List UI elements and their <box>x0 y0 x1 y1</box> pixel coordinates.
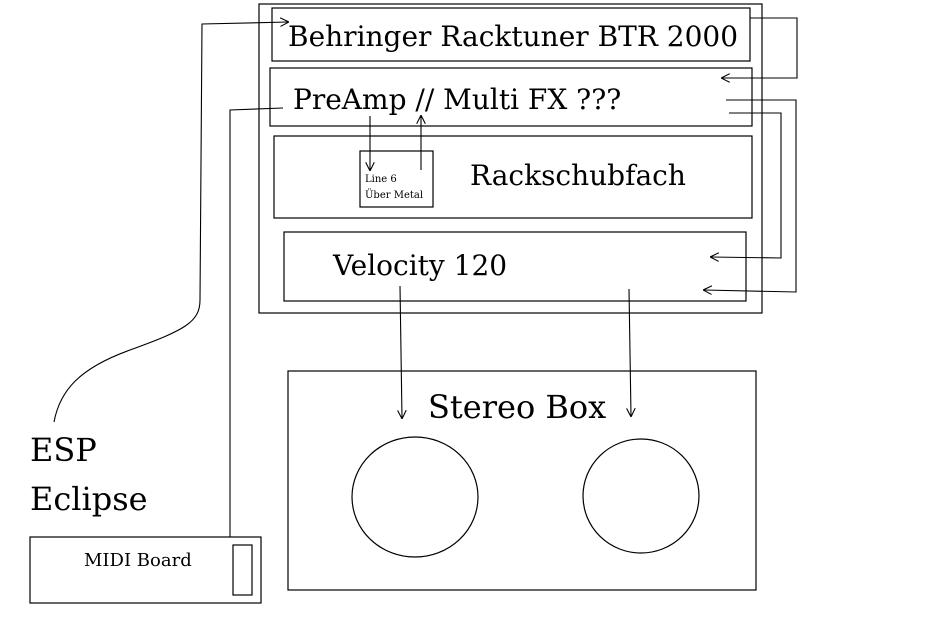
preamp-to-amp-cable-b <box>711 112 782 258</box>
tuner-label: Behringer Racktuner BTR 2000 <box>288 20 738 53</box>
amp-label: Velocity 120 <box>332 249 507 282</box>
line6-pedal <box>359 150 434 208</box>
midi-board <box>29 536 262 604</box>
tuner-unit <box>271 7 751 62</box>
midi-to-preamp-cable <box>229 107 284 537</box>
preamp-unit <box>269 67 753 127</box>
midi-board-label: MIDI Board <box>84 550 192 571</box>
pedal-label-line2: Über Metal <box>365 189 423 201</box>
amp-to-right-speaker <box>629 288 631 416</box>
tuner-to-preamp-cable <box>722 17 798 78</box>
drawer-label: Rackschubfach <box>470 159 686 192</box>
rack-case <box>258 3 763 314</box>
stereo-box <box>287 370 757 591</box>
pedal-label-line1: Line 6 <box>365 174 397 185</box>
right-speaker-cone <box>582 438 700 554</box>
midi-board-pedal <box>232 544 253 596</box>
rack-drawer <box>273 135 753 219</box>
guitar-label-line2: Eclipse <box>30 480 148 518</box>
guitar-to-tuner-cable <box>53 22 288 423</box>
guitar-label-line1: ESP <box>30 431 97 469</box>
stereo-box-label: Stereo Box <box>428 388 606 426</box>
preamp-label: PreAmp // Multi FX ??? <box>293 83 621 116</box>
amp-unit <box>283 231 747 302</box>
amp-to-left-speaker <box>400 285 402 418</box>
left-speaker-cone <box>351 436 479 558</box>
preamp-to-amp-cable-a <box>704 99 797 292</box>
